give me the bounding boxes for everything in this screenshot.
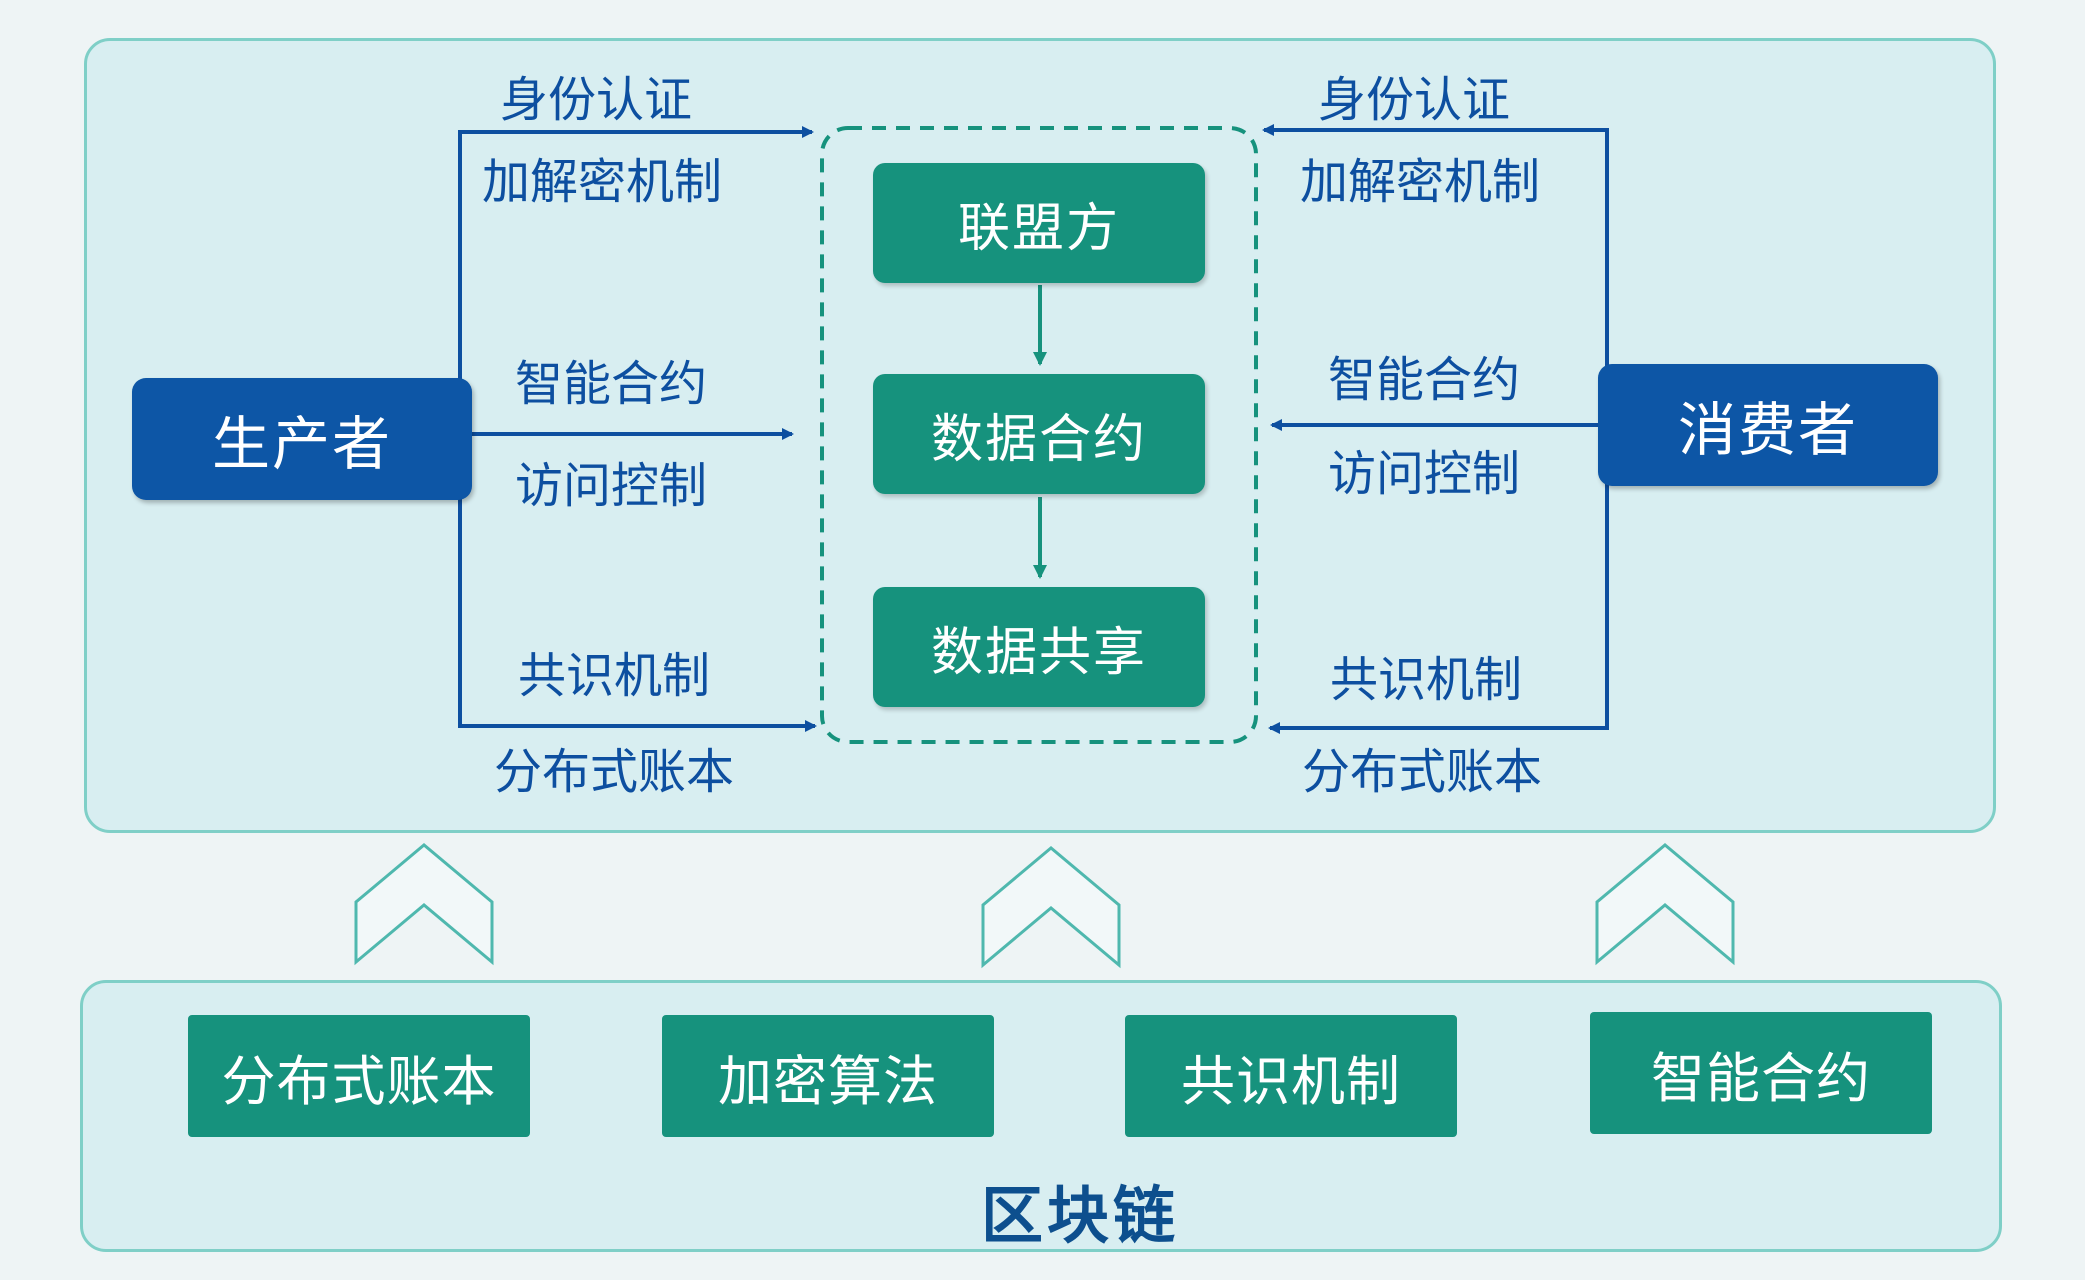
left-label-smart-contract: 智能合约: [515, 356, 708, 412]
left-label-access-control: 访问控制: [515, 458, 708, 514]
consumer-box: 消费者: [1598, 364, 1938, 486]
up-chevron-left-icon: [354, 843, 494, 966]
right-label-identity-auth: 身份认证: [1318, 72, 1511, 128]
right-label-access-control: 访问控制: [1328, 446, 1521, 502]
producer-box: 生产者: [132, 378, 472, 500]
left-label-consensus: 共识机制: [518, 648, 711, 704]
left-label-encryption: 加解密机制: [482, 154, 723, 210]
up-chevron-center-icon: [981, 846, 1121, 969]
left-label-identity-auth: 身份认证: [500, 72, 693, 128]
tech-consensus-mechanism: 共识机制: [1125, 1015, 1457, 1137]
blockchain-label: 区块链: [980, 1179, 1179, 1252]
tech-distributed-ledger: 分布式账本: [188, 1015, 530, 1137]
tech-smart-contract: 智能合约: [1590, 1012, 1932, 1134]
right-label-consensus: 共识机制: [1330, 652, 1523, 708]
right-label-encryption: 加解密机制: [1300, 154, 1541, 210]
data-contract-node: 数据合约: [873, 374, 1205, 494]
right-label-ledger: 分布式账本: [1302, 744, 1543, 800]
right-label-smart-contract: 智能合约: [1328, 352, 1521, 408]
center-dashed-frame: [820, 126, 1258, 744]
tech-encryption-algorithm: 加密算法: [662, 1015, 994, 1137]
left-label-ledger: 分布式账本: [494, 744, 735, 800]
alliance-node: 联盟方: [873, 163, 1205, 283]
up-chevron-right-icon: [1595, 843, 1735, 966]
left-connectors: [458, 126, 817, 732]
data-sharing-node: 数据共享: [873, 587, 1205, 707]
right-connectors: [1262, 124, 1609, 734]
